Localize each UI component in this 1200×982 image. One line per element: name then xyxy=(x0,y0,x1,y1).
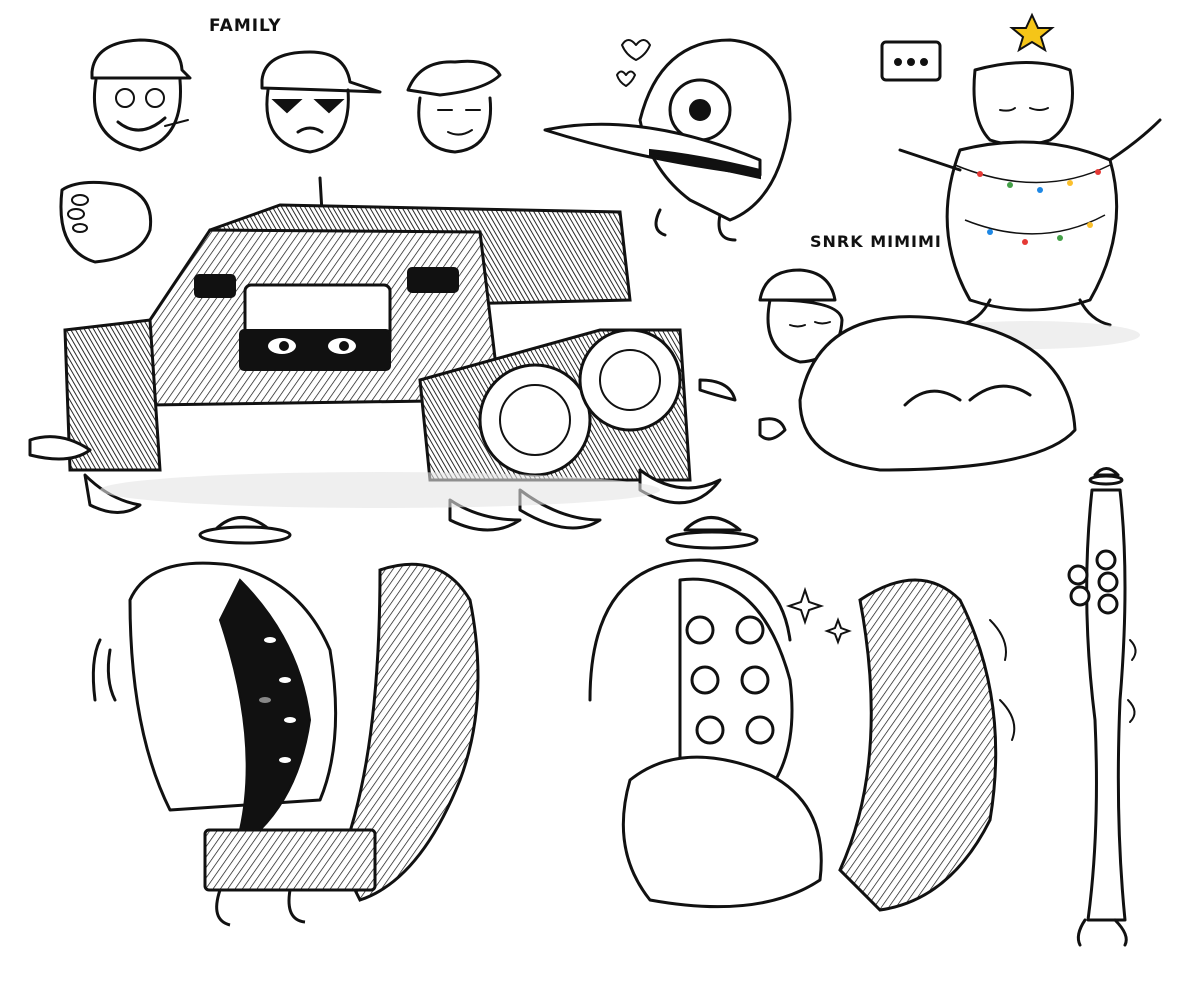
sparkle-icon xyxy=(824,617,852,645)
heart-icon xyxy=(616,70,636,87)
sketch-face-small xyxy=(59,180,153,264)
toothy-tentacle-creature xyxy=(91,516,480,927)
christmas-creature xyxy=(880,12,1162,349)
sleeping-character xyxy=(758,268,1077,472)
tank-vehicle-creature xyxy=(28,176,737,532)
family-label: FAMILY xyxy=(209,16,282,36)
star-icon xyxy=(1009,12,1055,53)
family-head-3 xyxy=(406,59,502,154)
sucker-tentacle-creature xyxy=(588,516,1016,912)
heart-icon xyxy=(621,39,651,61)
sparkle-icon xyxy=(785,586,825,626)
family-head-2 xyxy=(260,50,382,154)
snrk-label: SNRK MIMIMI xyxy=(810,232,942,251)
family-head-1 xyxy=(90,38,192,152)
beak-creature xyxy=(543,38,792,242)
tall-thin-creature xyxy=(1067,467,1137,947)
